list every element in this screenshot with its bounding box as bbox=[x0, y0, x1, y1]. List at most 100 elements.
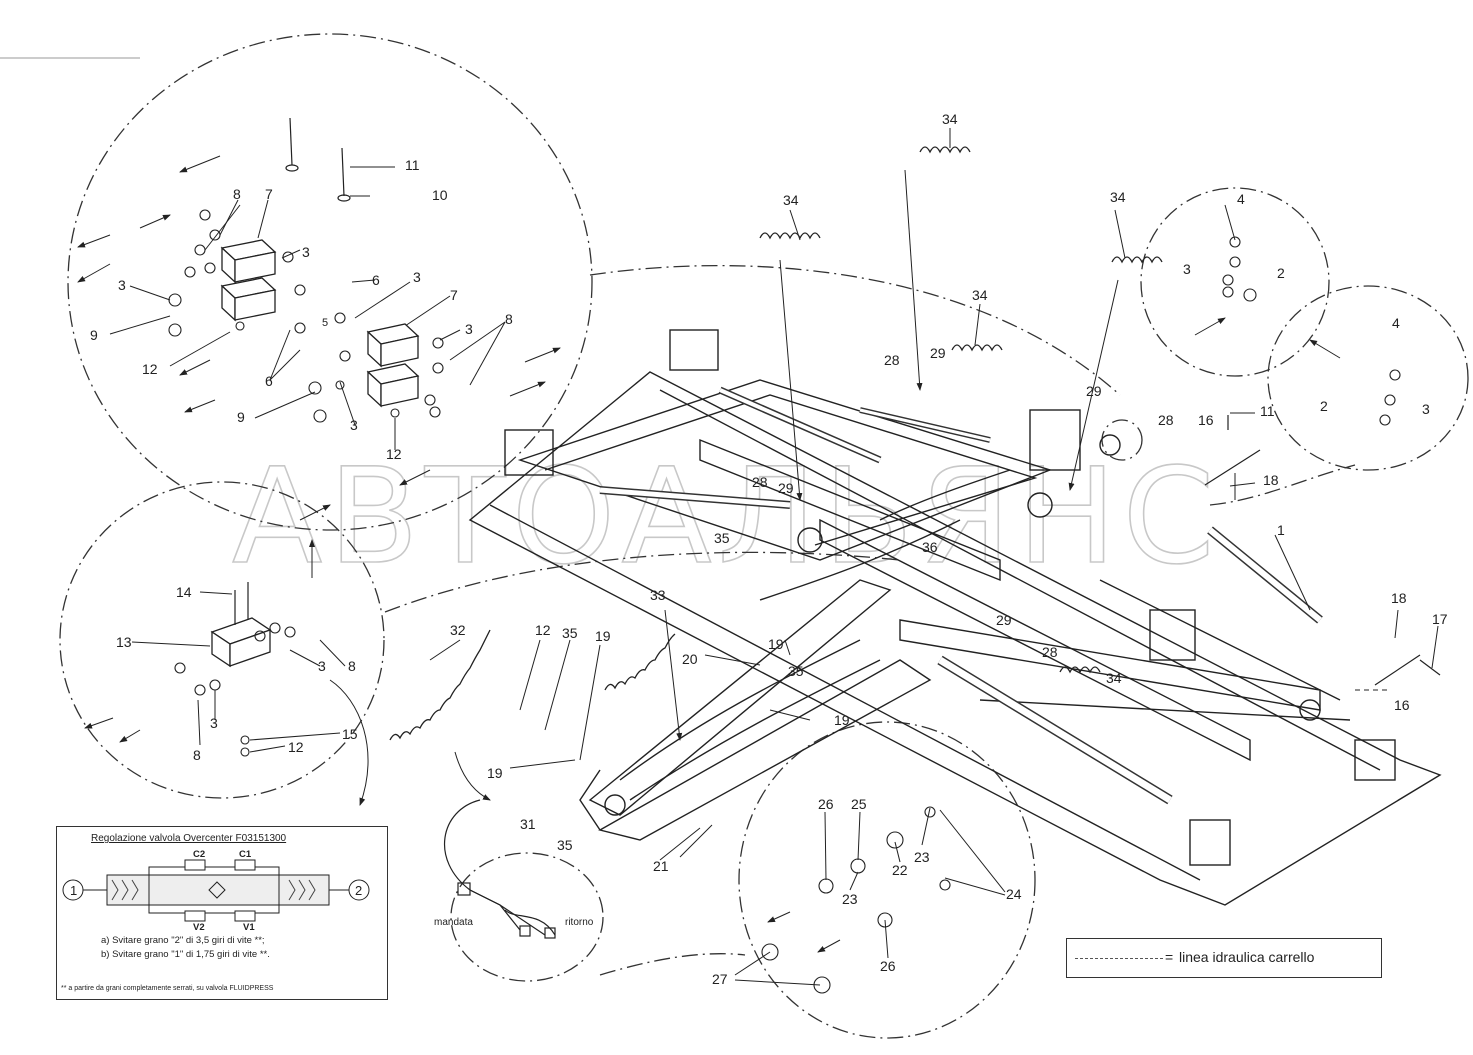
callout-17: 17 bbox=[1432, 611, 1448, 627]
callout-34: 34 bbox=[942, 111, 958, 127]
grub-screw-2-marker: 2 bbox=[355, 883, 363, 898]
callout-31: 31 bbox=[520, 816, 536, 832]
callout-13: 13 bbox=[116, 634, 132, 650]
callout-28: 28 bbox=[884, 352, 900, 368]
callout-35: 35 bbox=[714, 530, 730, 546]
callout-3: 3 bbox=[1422, 401, 1430, 417]
callout-14: 14 bbox=[176, 584, 192, 600]
callout-12: 12 bbox=[142, 361, 158, 377]
detail-circle-fitting-right bbox=[1267, 285, 1469, 471]
callout-4: 4 bbox=[1392, 315, 1400, 331]
callout-3: 3 bbox=[1183, 261, 1191, 277]
overcenter-valve-sketch bbox=[62, 859, 370, 922]
callout-2: 2 bbox=[1320, 398, 1328, 414]
callout-3: 3 bbox=[413, 269, 421, 285]
callout-16: 16 bbox=[1394, 697, 1410, 713]
flow-arrows bbox=[77, 155, 1341, 953]
callout-28: 28 bbox=[1042, 644, 1058, 660]
callout-7: 7 bbox=[265, 186, 273, 202]
callout-32: 32 bbox=[450, 622, 466, 638]
callout-11: 11 bbox=[405, 157, 420, 173]
callout-11: 11 bbox=[1260, 403, 1275, 419]
callout-3: 3 bbox=[118, 277, 126, 293]
callout-9: 9 bbox=[90, 327, 98, 343]
detail-circle-fitting-top bbox=[1140, 187, 1330, 377]
callout-19: 19 bbox=[487, 765, 503, 781]
callout-18: 18 bbox=[1263, 472, 1279, 488]
callout-5: 5 bbox=[322, 317, 329, 329]
port-v1: V1 bbox=[243, 922, 255, 933]
watermark-text: АВТОАЛЬЯНС bbox=[232, 440, 1221, 594]
callout-15: 15 bbox=[342, 726, 358, 742]
callout-35: 35 bbox=[788, 663, 804, 679]
valve-blocks bbox=[210, 239, 420, 668]
port-v2: V2 bbox=[193, 922, 205, 933]
adjustment-footnote: ** a partire da grani completamente serr… bbox=[61, 985, 274, 992]
callout-20: 20 bbox=[682, 651, 698, 667]
callout-34: 34 bbox=[1106, 670, 1122, 686]
callout-34: 34 bbox=[972, 287, 988, 303]
callout-1: 1 bbox=[1277, 522, 1285, 538]
callout-34: 34 bbox=[783, 192, 799, 208]
callout-3: 3 bbox=[318, 658, 326, 674]
callout-29: 29 bbox=[996, 612, 1012, 628]
detail-circle-hoses bbox=[450, 852, 604, 982]
callout-3: 3 bbox=[210, 715, 218, 731]
detail-circle-overcenter bbox=[59, 481, 385, 799]
callout-27: 27 bbox=[712, 971, 728, 987]
callout-8: 8 bbox=[193, 747, 201, 763]
callout-8: 8 bbox=[348, 658, 356, 674]
callout-12: 12 bbox=[535, 622, 551, 638]
callout-2: 2 bbox=[1277, 265, 1285, 281]
callout-3: 3 bbox=[465, 321, 473, 337]
legend-box: = linea idraulica carrello bbox=[1066, 938, 1382, 978]
legend-equals: = bbox=[1165, 949, 1174, 965]
callout-8: 8 bbox=[233, 186, 241, 202]
overcenter-adjustment-box: Regolazione valvola Overcenter F03151300… bbox=[56, 826, 388, 1000]
bolts bbox=[234, 117, 1441, 686]
callout-28: 28 bbox=[752, 474, 768, 490]
leader-lines bbox=[109, 128, 1439, 986]
callout-3: 3 bbox=[350, 417, 358, 433]
callout-29: 29 bbox=[1086, 383, 1102, 399]
callout-4: 4 bbox=[1237, 191, 1245, 207]
hose-assembly bbox=[443, 799, 556, 939]
callout-33: 33 bbox=[650, 587, 666, 603]
hose-label-mandata: mandata bbox=[434, 917, 473, 928]
callout-28: 28 bbox=[1158, 412, 1174, 428]
callout-7: 7 bbox=[450, 287, 458, 303]
detail-circle-valve-blocks bbox=[67, 33, 593, 531]
tension-springs bbox=[389, 146, 1163, 741]
port-c1: C1 bbox=[239, 849, 252, 860]
callout-23: 23 bbox=[842, 891, 858, 907]
callout-12: 12 bbox=[386, 446, 402, 462]
callout-25: 25 bbox=[851, 796, 867, 812]
callout-34: 34 bbox=[1110, 189, 1126, 205]
callout-35: 35 bbox=[557, 837, 573, 853]
callout-21: 21 bbox=[653, 858, 669, 874]
detail-circles bbox=[59, 33, 1469, 1039]
callout-22: 22 bbox=[892, 862, 908, 878]
callout-24: 24 bbox=[1006, 886, 1022, 902]
port-c2: C2 bbox=[193, 849, 206, 860]
callout-3: 3 bbox=[302, 244, 310, 260]
fittings bbox=[168, 209, 1401, 994]
callout-10: 10 bbox=[432, 187, 448, 203]
callout-19: 19 bbox=[834, 712, 850, 728]
callout-19: 19 bbox=[595, 628, 611, 644]
main-frame bbox=[468, 329, 1442, 906]
callout-12: 12 bbox=[288, 739, 304, 755]
callout-26: 26 bbox=[880, 958, 896, 974]
hose-label-ritorno: ritorno bbox=[565, 917, 594, 928]
detail-circle-quick-couplers bbox=[738, 721, 1036, 1039]
callout-36: 36 bbox=[922, 539, 938, 555]
callout-6: 6 bbox=[372, 272, 380, 288]
callout-18: 18 bbox=[1391, 590, 1407, 606]
callout-29: 29 bbox=[930, 345, 946, 361]
grub-screw-1-marker: 1 bbox=[70, 883, 78, 898]
legend-dashed-line bbox=[1075, 958, 1163, 959]
callout-9: 9 bbox=[237, 409, 245, 425]
callout-8: 8 bbox=[505, 311, 513, 327]
